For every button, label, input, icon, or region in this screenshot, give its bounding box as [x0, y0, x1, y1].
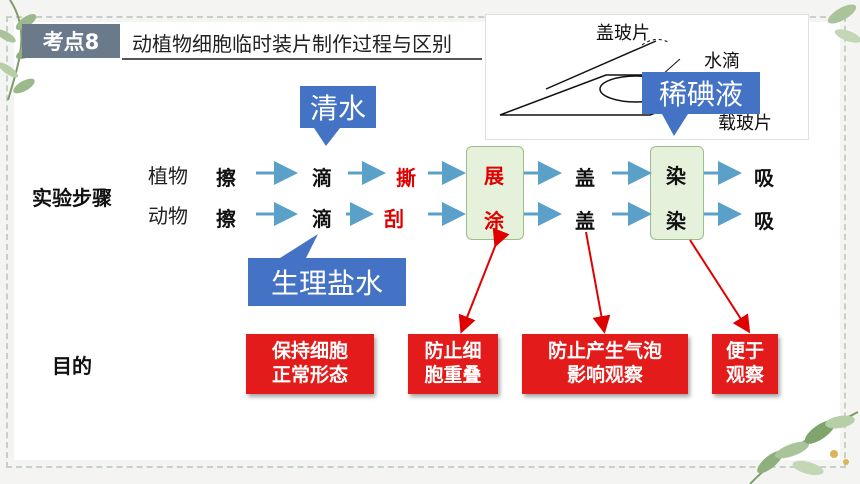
plant-row-label: 植物 — [148, 164, 188, 188]
plant-step-absorb: 吸 — [754, 166, 774, 190]
animal-row-label: 动物 — [148, 204, 188, 228]
steps-label: 实验步骤 — [32, 186, 112, 210]
purpose-line: 保持细胞 — [271, 340, 348, 363]
animal-step-cover: 盖 — [575, 209, 595, 233]
water-drop-label: 水滴 — [704, 51, 740, 72]
glass-slide-label: 载玻片 — [718, 113, 772, 134]
purpose-line: 便于 — [725, 340, 764, 363]
animal-step-wipe: 擦 — [216, 207, 236, 231]
purpose-box-keep-shape: 保持细胞 正常形态 — [246, 334, 374, 394]
leaf-decoration-bottom-right — [749, 411, 859, 484]
title-underline — [122, 58, 482, 60]
coverslip-shape — [545, 40, 657, 90]
leaf-decoration-top-right — [827, 4, 860, 43]
plant-step-drop: 滴 — [312, 166, 332, 190]
plant-step-tear: 撕 — [396, 166, 416, 190]
highlight-stain — [650, 146, 704, 240]
animal-step-drop: 滴 — [312, 207, 332, 231]
purpose-line: 观察 — [725, 364, 764, 386]
plant-step-spread: 展 — [484, 164, 504, 188]
purpose-line: 防止细 — [424, 340, 482, 363]
callout-clear-water: 清水 — [300, 86, 376, 128]
coverslip-label: 盖玻片 — [596, 23, 650, 44]
purpose-line: 正常形态 — [271, 364, 348, 386]
leaf-decoration-top-left — [0, 0, 40, 101]
purpose-label: 目的 — [52, 354, 92, 378]
purpose-box-easy-observe: 便于 观察 — [712, 334, 778, 394]
purpose-box-no-bubbles: 防止产生气泡 影响观察 — [522, 334, 688, 394]
purpose-box-no-overlap: 防止细 胞重叠 — [408, 334, 498, 394]
animal-step-smear: 涂 — [484, 209, 504, 233]
topic-tag: 考点8 — [22, 24, 120, 58]
purpose-line: 影响观察 — [566, 364, 643, 386]
page-title: 动植物细胞临时装片制作过程与区别 — [132, 31, 452, 56]
callout-iodine: 稀碘液 — [642, 72, 760, 114]
animal-step-absorb: 吸 — [754, 209, 774, 233]
animal-step-scrape: 刮 — [384, 207, 404, 231]
purpose-line: 胞重叠 — [424, 364, 482, 386]
highlight-spread-smear — [466, 146, 524, 240]
callout-saline: 生理盐水 — [248, 258, 406, 306]
plant-step-wipe: 擦 — [216, 166, 236, 190]
dashed-frame — [6, 16, 846, 468]
plant-step-stain: 染 — [666, 164, 686, 188]
animal-step-stain: 染 — [666, 209, 686, 233]
plant-step-cover: 盖 — [575, 166, 595, 190]
purpose-line: 防止产生气泡 — [547, 340, 662, 363]
